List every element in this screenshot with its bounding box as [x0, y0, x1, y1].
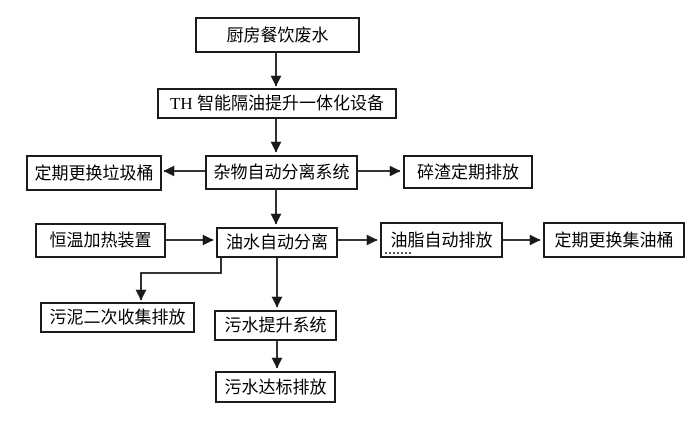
node-grease-auto-discharge: 油脂自动排放 [380, 222, 503, 258]
node-replace-trash-bin: 定期更换垃圾桶 [26, 155, 162, 191]
node-oil-water-separation: 油水自动分离 [216, 227, 338, 258]
node-debris-separation-system: 杂物自动分离系统 [205, 155, 358, 190]
node-sludge-secondary-collection: 污泥二次收集排放 [40, 302, 195, 333]
node-residue-periodic-discharge: 碎渣定期排放 [403, 155, 533, 189]
node-constant-temp-heating: 恒温加热装置 [35, 223, 166, 258]
node-sewage-standard-discharge: 污水达标排放 [215, 371, 336, 403]
node-sewage-lifting-system: 污水提升系统 [214, 310, 337, 341]
spellcheck-dots-decoration [385, 248, 411, 254]
connector-oilwater-to-sludge-elbow-arrow [135, 258, 222, 301]
node-kitchen-wastewater: 厨房餐饮废水 [195, 17, 360, 53]
node-th-integrated-device: TH 智能隔油提升一体化设备 [157, 88, 397, 119]
node-replace-oil-barrel: 定期更换集油桶 [543, 222, 685, 258]
